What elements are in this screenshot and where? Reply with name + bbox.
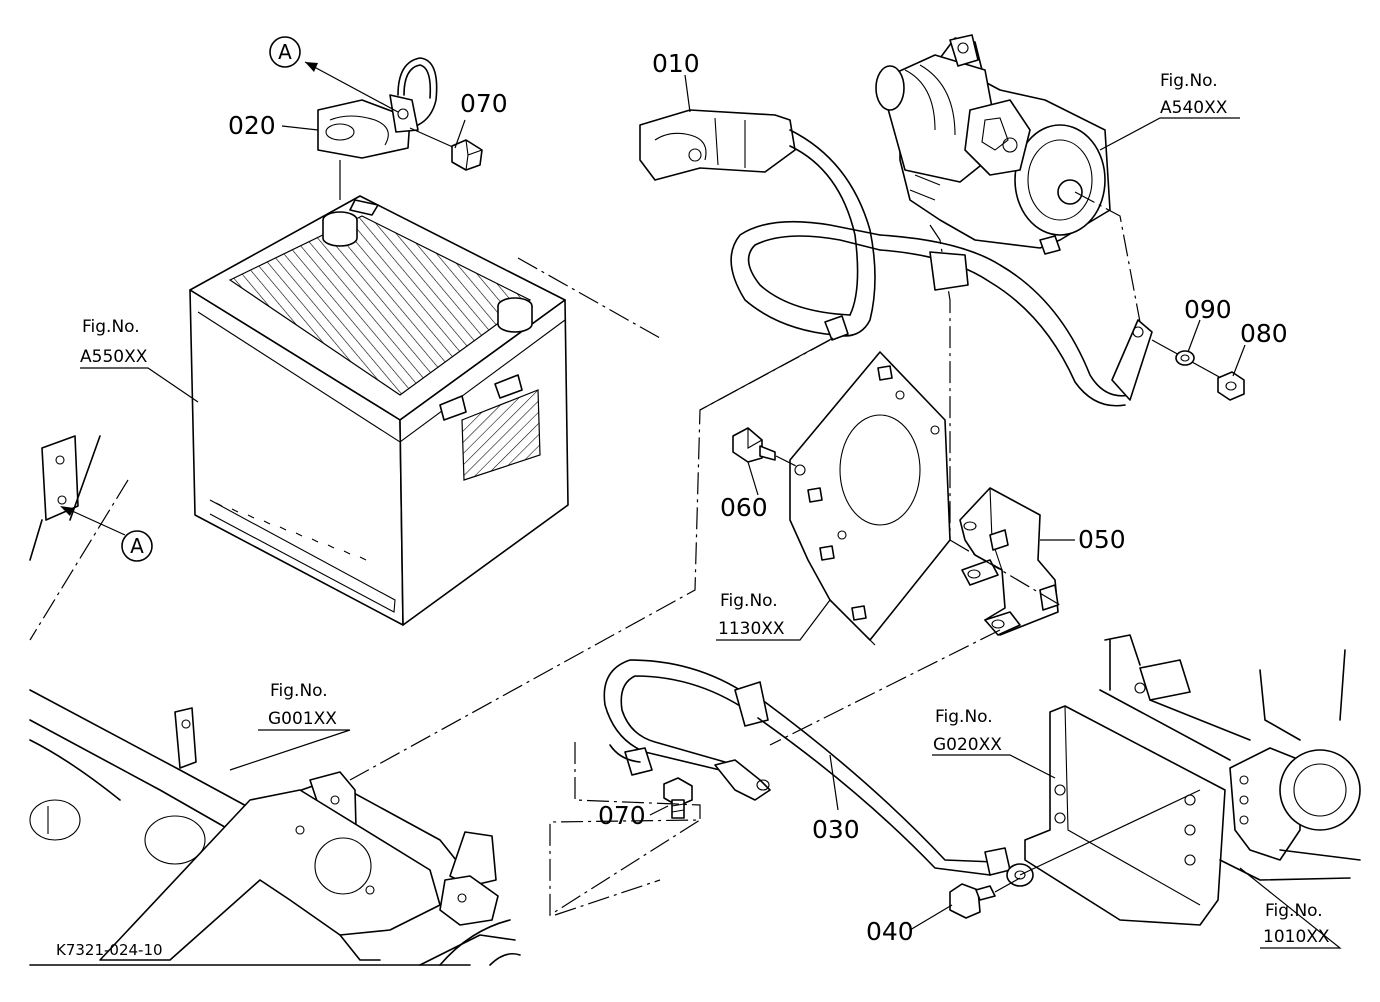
fig-ref-plate-label: Fig.No. xyxy=(720,591,778,611)
fig-ref-battery-label: Fig.No. xyxy=(82,317,140,337)
fig-ref-battery: Fig.No. A550XX xyxy=(80,317,148,367)
fig-ref-frame-label: Fig.No. xyxy=(270,681,328,701)
fig-ref-engine-code: 1010XX xyxy=(1263,927,1330,947)
part-number-030: 030 xyxy=(812,815,860,844)
battery xyxy=(189,195,569,626)
nut-080 xyxy=(1217,371,1245,401)
fig-ref-bracket-code: G020XX xyxy=(933,735,1002,755)
fig-ref-starter: Fig.No. A540XX xyxy=(1160,71,1228,118)
construction-lines xyxy=(349,257,1061,917)
fig-ref-battery-code: A550XX xyxy=(80,347,148,367)
part-number-050: 050 xyxy=(1078,525,1126,554)
fig-ref-starter-label: Fig.No. xyxy=(1160,71,1218,91)
leader-lines xyxy=(60,74,1342,949)
bolt-060 xyxy=(732,427,801,469)
fig-ref-plate-code: 1130XX xyxy=(718,619,785,639)
bolt-040 xyxy=(949,877,1021,919)
part-number-020: 020 xyxy=(228,111,276,140)
drawing-code: K7321-024-10 xyxy=(56,941,163,959)
starter-motor xyxy=(875,34,1141,540)
callout-a-left: A xyxy=(121,530,153,562)
fig-ref-frame-code: G001XX xyxy=(268,709,337,729)
part-number-070-top: 070 xyxy=(460,89,508,118)
battery-clamp-020 xyxy=(304,57,438,200)
fig-ref-frame: Fig.No. G001XX xyxy=(268,681,337,729)
part-number-010: 010 xyxy=(652,49,700,78)
part-number-070-bottom: 070 xyxy=(598,801,646,830)
fig-ref-starter-code: A540XX xyxy=(1160,98,1228,118)
part-number-080: 080 xyxy=(1240,319,1288,348)
part-number-090: 090 xyxy=(1184,295,1232,324)
ground-cable-030 xyxy=(603,659,1034,887)
bolt-070-bottom xyxy=(663,777,693,819)
fig-ref-engine: Fig.No. 1010XX xyxy=(1263,901,1330,947)
mounting-plate-left xyxy=(29,435,129,641)
fig-ref-bracket: Fig.No. G020XX xyxy=(933,707,1002,755)
bracket-g020 xyxy=(1019,705,1226,926)
engine-housing xyxy=(1099,634,1361,881)
part-number-060: 060 xyxy=(720,493,768,522)
callout-a-left-label: A xyxy=(130,534,144,558)
callout-a-top-label: A xyxy=(278,40,292,64)
engine-plate xyxy=(789,351,951,641)
fig-ref-bracket-label: Fig.No. xyxy=(935,707,993,727)
bolt-070-top xyxy=(409,127,483,171)
fig-ref-plate: Fig.No. 1130XX xyxy=(718,591,785,639)
part-number-040: 040 xyxy=(866,917,914,946)
tractor-frame xyxy=(29,689,521,966)
bracket-050 xyxy=(959,487,1075,636)
fig-ref-engine-label: Fig.No. xyxy=(1265,901,1323,921)
washer-090 xyxy=(1151,339,1233,385)
callout-a-top: A xyxy=(269,36,301,68)
